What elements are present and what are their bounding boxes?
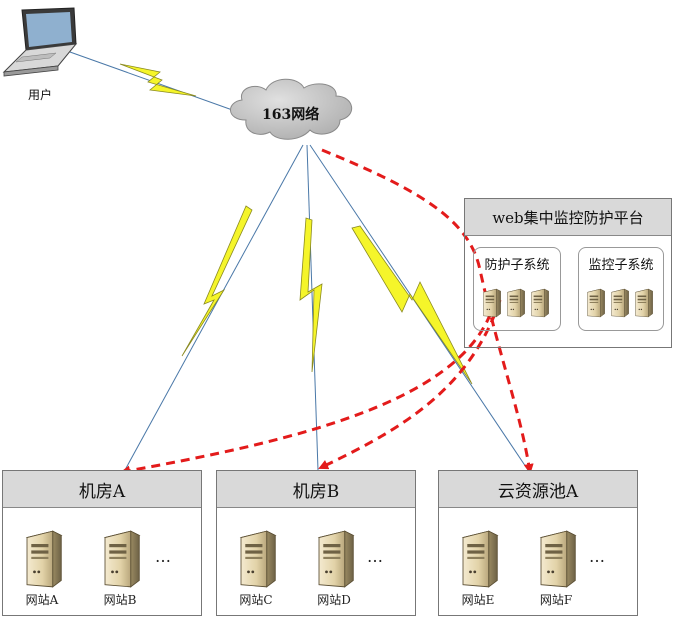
- cloud-pool-a-panel: 云资源池A 网站E 网站F …: [438, 470, 638, 616]
- server-icon: [311, 529, 357, 589]
- server-icon: [97, 529, 143, 589]
- cloud-pool-a-title: 云资源池A: [439, 471, 637, 508]
- site-label: 网站A: [25, 593, 59, 607]
- link-cloud-room-b: [306, 144, 319, 471]
- protection-subsystem-label: 防护子系统: [484, 258, 550, 273]
- lightning-bolts: [119, 63, 473, 385]
- more-sites-ellipsis: …: [155, 547, 172, 566]
- server-icon: [455, 529, 501, 589]
- lightning-bolt-icon: [181, 205, 253, 357]
- more-sites-ellipsis: …: [589, 547, 606, 566]
- site-label: 网站C: [239, 593, 273, 607]
- lightning-bolt-icon: [299, 217, 323, 373]
- laptop-icon: [3, 7, 77, 77]
- user-label: 用户: [28, 88, 53, 102]
- lightning-bolt-icon: [351, 225, 473, 385]
- room-a-title: 机房A: [3, 471, 201, 508]
- room-a-panel: 机房A 网站A 网站B …: [2, 470, 202, 616]
- protect-path-to-room-b: [318, 299, 502, 470]
- protection-paths: [120, 148, 534, 476]
- more-sites-ellipsis: …: [367, 547, 384, 566]
- server-icon: [19, 529, 65, 589]
- server-icon: [233, 529, 279, 589]
- protection-subsystem: 防护子系统: [473, 247, 561, 331]
- site-label: 网站D: [317, 593, 351, 607]
- platform-title: web集中监控防护平台: [465, 199, 671, 236]
- cloud-label: 163网络: [262, 107, 320, 123]
- link-cloud-room-a: [124, 144, 304, 471]
- room-b-panel: 机房B 网站C 网站D …: [216, 470, 416, 616]
- server-icon: [533, 529, 579, 589]
- site-label: 网站B: [103, 593, 137, 607]
- cloud-icon: [230, 78, 352, 140]
- monitor-subsystem: 监控子系统: [578, 247, 664, 331]
- monitor-subsystem-label: 监控子系统: [588, 258, 654, 273]
- platform-panel: web集中监控防护平台 防护子系统 监控子系统: [464, 198, 672, 348]
- lightning-bolt-icon: [119, 63, 197, 97]
- site-label: 网站E: [461, 593, 495, 607]
- site-label: 网站F: [539, 593, 573, 607]
- room-b-title: 机房B: [217, 471, 415, 508]
- cloud-163-network: [230, 78, 352, 140]
